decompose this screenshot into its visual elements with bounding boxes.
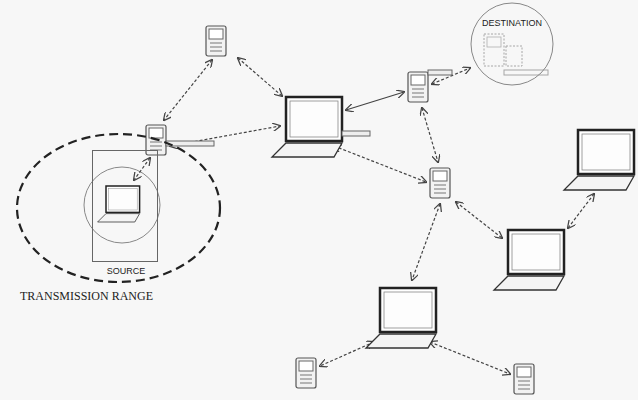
link-arrow — [334, 146, 426, 182]
link-arrow — [346, 92, 404, 110]
antenna-bar — [428, 70, 452, 75]
link-arrow — [430, 342, 510, 374]
link-arrow — [238, 58, 282, 96]
link-arrow — [164, 60, 212, 120]
laptop-device — [564, 130, 634, 190]
phone-device — [514, 364, 534, 394]
phone-device — [408, 72, 428, 102]
link-arrow — [134, 158, 150, 180]
range-circle — [84, 167, 160, 243]
laptop-device — [272, 97, 342, 157]
antenna-bar — [342, 131, 370, 136]
node-label: DESTINATION — [482, 18, 542, 28]
destination-device — [484, 34, 548, 75]
node-label: SOURCE — [107, 266, 146, 276]
destination-circle-outline — [470, 2, 554, 86]
source-box: SOURCE — [92, 150, 158, 262]
transmission-range: SOURCETRANSMISSION RANGE — [15, 132, 222, 284]
link-arrow — [320, 342, 374, 366]
phone-device — [430, 168, 450, 198]
link-arrow — [456, 202, 502, 238]
destination-circle: DESTINATION — [470, 2, 554, 86]
wireless-links — [134, 58, 594, 374]
link-arrow — [422, 108, 438, 162]
transmission-range-outline — [15, 132, 222, 284]
phone-device — [296, 358, 316, 388]
antenna-bar — [166, 141, 214, 146]
laptop-device — [494, 230, 564, 290]
range-ellipse — [17, 134, 220, 282]
phone-device — [206, 26, 226, 56]
source-laptop — [98, 186, 140, 222]
link-arrow — [568, 194, 594, 228]
link-arrow — [412, 204, 440, 280]
node-label: TRANSMISSION RANGE — [20, 290, 153, 304]
destination-outline — [471, 3, 553, 85]
laptop-device — [366, 288, 436, 348]
